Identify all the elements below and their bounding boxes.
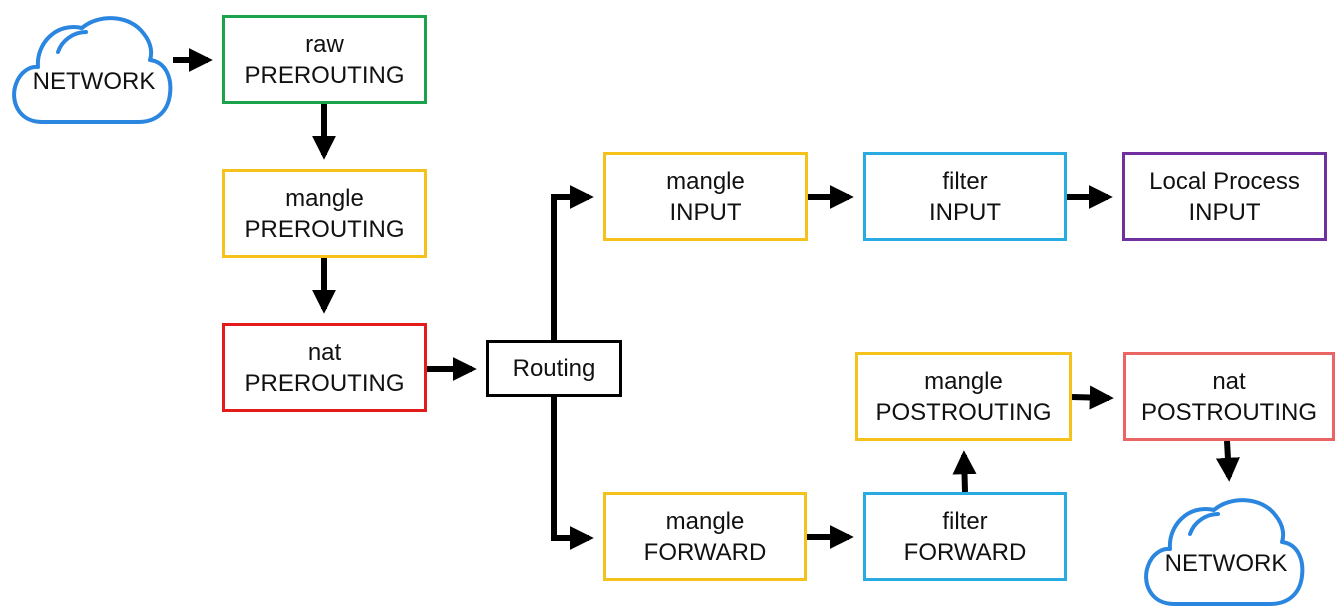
network-out-label: NETWORK	[1164, 550, 1288, 577]
node-table-label: Local Process	[1149, 167, 1300, 195]
node-table-label: filter	[942, 167, 988, 195]
node-mangle-forward: mangle FORWARD	[603, 492, 807, 581]
node-chain-label: POSTROUTING	[875, 398, 1052, 426]
node-chain-label: FORWARD	[643, 538, 767, 566]
network-out-cloud-icon	[1144, 498, 1305, 606]
node-routing-label: Routing	[512, 355, 596, 382]
node-chain-label: PREROUTING	[244, 369, 405, 397]
node-table-label: mangle	[285, 184, 364, 212]
node-mangle-postrouting: mangle POSTROUTING	[855, 352, 1072, 441]
node-table-label: nat	[1212, 367, 1246, 395]
node-filter-input: filter INPUT	[863, 152, 1067, 241]
flow-arrows	[173, 48, 1240, 550]
node-mangle-prerouting: mangle PREROUTING	[222, 169, 427, 258]
node-routing: Routing	[486, 340, 622, 397]
arrow-filter-forward-to-mangle-post	[952, 450, 977, 493]
node-table-label: nat	[307, 338, 342, 366]
node-filter-forward: filter FORWARD	[863, 492, 1067, 581]
node-raw-prerouting: raw PREROUTING	[222, 15, 427, 104]
node-table-label: filter	[942, 507, 988, 535]
node-chain-label: INPUT	[669, 198, 742, 226]
node-chain-label: POSTROUTING	[1140, 398, 1317, 426]
node-table-label: mangle	[666, 167, 745, 195]
node-mangle-input: mangle INPUT	[603, 152, 808, 241]
network-in-cloud-icon	[12, 16, 173, 124]
node-table-label: mangle	[665, 507, 745, 535]
node-chain-label: PREROUTING	[244, 215, 405, 243]
arrow-routing-to-mangle-forward	[551, 397, 594, 550]
node-nat-postrouting: nat POSTROUTING	[1123, 352, 1335, 441]
node-chain-label: INPUT	[1188, 198, 1261, 226]
node-nat-prerouting: nat PREROUTING	[222, 323, 427, 412]
node-local-process-input: Local Process INPUT	[1122, 152, 1327, 241]
node-table-label: mangle	[924, 367, 1003, 395]
node-chain-label: FORWARD	[903, 538, 1027, 566]
node-chain-label: PREROUTING	[244, 61, 405, 89]
arrow-nat-post-to-network	[1215, 440, 1240, 482]
node-chain-label: INPUT	[929, 198, 1001, 226]
arrow-mangle-post-to-nat-post	[1071, 385, 1114, 410]
arrow-routing-to-mangle-input	[551, 185, 594, 340]
network-in-label: NETWORK	[32, 68, 156, 95]
node-table-label: raw	[305, 30, 344, 58]
